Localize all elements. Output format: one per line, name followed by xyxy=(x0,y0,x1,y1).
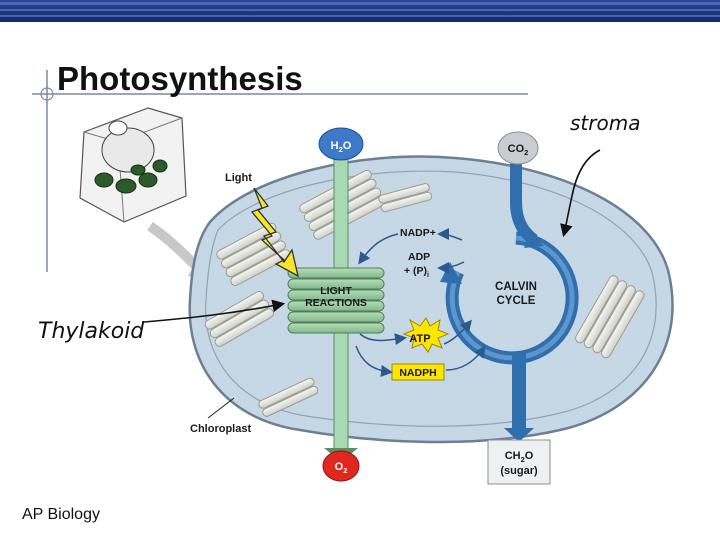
sugar-formula-tail: O xyxy=(525,450,534,462)
pi-label: + (P)i xyxy=(404,265,429,279)
svg-text:CO2: CO2 xyxy=(508,143,529,157)
h2o-text: H xyxy=(331,140,339,152)
slide-title: Photosynthesis xyxy=(57,60,303,97)
nadph-label: NADPH xyxy=(399,367,436,379)
light-reactions-label-2: REACTIONS xyxy=(305,297,367,309)
o2-subscript: 2 xyxy=(343,466,347,475)
calvin-cycle-ring xyxy=(440,160,579,442)
handwritten-stroma: stroma xyxy=(570,111,640,135)
h2o-subscript: 2 xyxy=(339,145,343,154)
footer-label: AP Biology xyxy=(22,506,100,523)
calvin-cycle-label-2: CYCLE xyxy=(497,295,536,307)
header-bar xyxy=(0,0,720,22)
h2o-molecule: H2O xyxy=(318,127,364,161)
sugar-formula: CH xyxy=(505,450,521,462)
sugar-subscript: 2 xyxy=(521,455,525,464)
atp-label: ATP xyxy=(409,333,430,345)
chloroplast-label: Chloroplast xyxy=(190,423,251,435)
handwritten-thylakoid: Thylakoid xyxy=(38,319,145,344)
co2-molecule: CO2 xyxy=(497,131,539,165)
atp-starburst xyxy=(402,317,450,353)
sugar-label: (sugar) xyxy=(500,465,538,477)
nadp-plus-label: NADP+ xyxy=(400,227,436,239)
light-label: Light xyxy=(225,172,252,184)
light-bolt-icon xyxy=(250,187,299,278)
svg-text:CH2O: CH2O xyxy=(505,450,534,464)
svg-text:H2O: H2O xyxy=(331,140,352,154)
co2-text: CO xyxy=(508,143,525,155)
pi-subscript: i xyxy=(427,272,429,279)
co2-subscript: 2 xyxy=(524,148,528,157)
header-bar-graphic xyxy=(0,0,720,22)
plant-cell-illustration xyxy=(79,107,210,280)
handwritten-annotations xyxy=(143,149,601,323)
light-reactions-label-1: LIGHT xyxy=(320,285,352,297)
o2-text: O xyxy=(335,461,344,473)
h2o-tail: O xyxy=(343,140,352,152)
sugar-box: CH2O (sugar) xyxy=(487,439,551,485)
adp-label: ADP xyxy=(408,251,430,263)
cycle-arrows xyxy=(355,228,486,377)
plus-pi-text: + (P) xyxy=(404,265,427,277)
light-reactions-stack xyxy=(287,267,385,334)
title-crosshair xyxy=(32,70,528,272)
o2-molecule: O2 xyxy=(322,450,360,482)
svg-text:O2: O2 xyxy=(335,461,348,475)
calvin-cycle-label-1: CALVIN xyxy=(495,281,537,293)
